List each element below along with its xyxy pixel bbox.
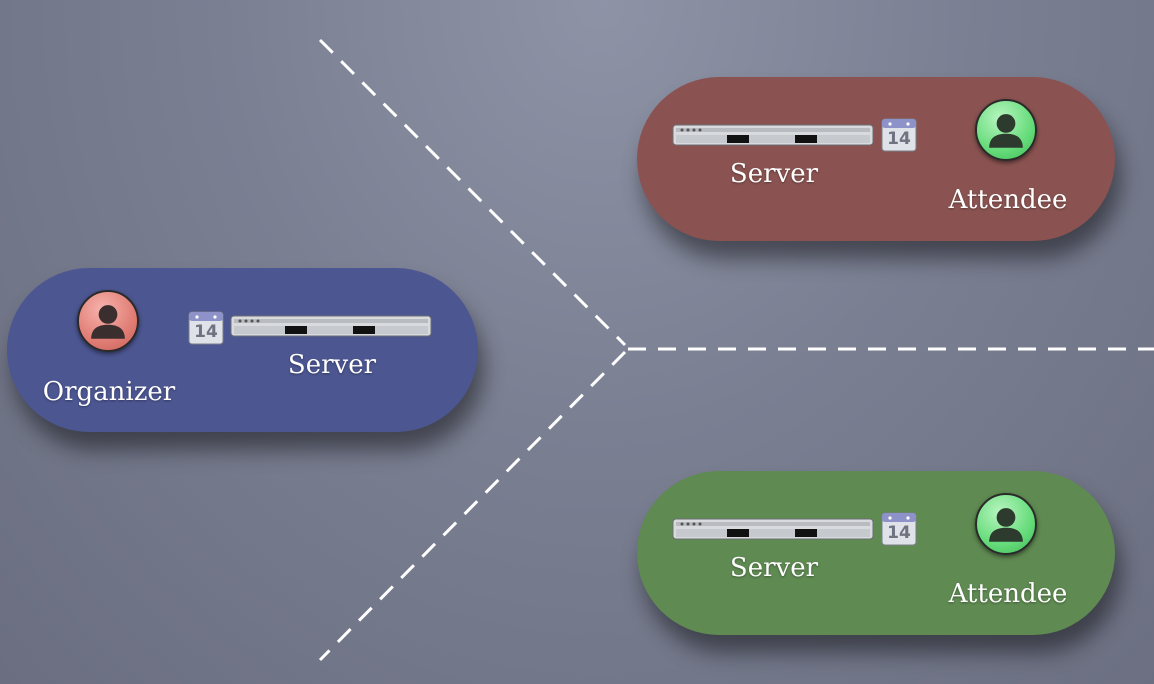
attendee-bottom-calendar-icon: 14: [881, 512, 917, 546]
attendee-top-calendar-day: 14: [887, 129, 911, 149]
attendee-top-person-icon: [975, 99, 1037, 161]
attendee-top-label: Attendee: [948, 185, 1068, 215]
organizer-node: 14 Organizer Server: [7, 268, 478, 432]
organizer-label: Organizer: [42, 377, 176, 407]
attendee-top-node: 14 Server Attendee: [637, 77, 1115, 241]
attendee-bottom-person-icon: [975, 493, 1037, 555]
divider-upper-diagonal: [318, 38, 627, 347]
attendee-bottom-server-icon: [672, 518, 874, 540]
organizer-server-icon: [230, 315, 432, 337]
divider-lower-diagonal: [318, 350, 627, 662]
attendee-bottom-node: 14 Server Attendee: [637, 471, 1115, 635]
attendee-top-calendar-icon: 14: [881, 118, 917, 152]
organizer-calendar-day: 14: [194, 322, 218, 342]
attendee-top-server-label: Server: [729, 159, 819, 189]
organizer-server-label: Server: [287, 350, 377, 380]
attendee-bottom-calendar-day: 14: [887, 523, 911, 543]
organizer-calendar-icon: 14: [188, 311, 224, 345]
attendee-top-server-icon: [672, 124, 874, 146]
attendee-bottom-label: Attendee: [948, 579, 1068, 609]
organizer-person-icon: [77, 290, 139, 352]
attendee-bottom-server-label: Server: [729, 553, 819, 583]
